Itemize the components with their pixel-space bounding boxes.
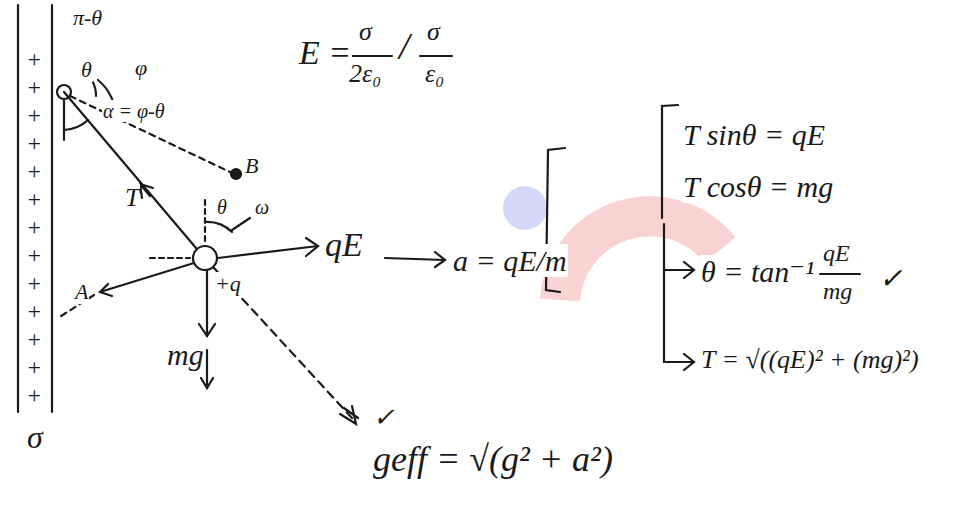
label: qE xyxy=(822,240,851,266)
label: + xyxy=(25,214,43,240)
label: T sinθ = qE xyxy=(682,118,826,151)
label: θ xyxy=(80,58,93,82)
label: + xyxy=(25,270,43,296)
watermark xyxy=(503,186,720,300)
label: + xyxy=(25,298,43,324)
label: 2ε₀ xyxy=(348,60,382,89)
label: σ xyxy=(358,18,373,47)
label: A xyxy=(74,280,89,304)
label: ✓ xyxy=(372,404,396,433)
label: + xyxy=(25,74,43,100)
label: + xyxy=(25,158,43,184)
label: ε₀ xyxy=(424,60,445,89)
label: / xyxy=(398,26,411,68)
label: T xyxy=(124,184,140,213)
label: T cosθ = mg xyxy=(682,170,834,203)
label: + xyxy=(25,242,43,268)
label: E = xyxy=(298,34,352,71)
label: T = √((qE)² + (mg)²) xyxy=(700,346,920,375)
label: geff = √(g² + a²) xyxy=(372,440,614,480)
label: mg xyxy=(822,278,853,304)
label: θ = tan⁻¹ xyxy=(700,255,815,288)
label: σ xyxy=(426,18,441,47)
label: φ xyxy=(134,56,148,80)
label: + xyxy=(25,46,43,72)
label: mg xyxy=(166,338,205,371)
label: qE xyxy=(324,226,364,263)
label: α = φ-θ xyxy=(102,100,166,122)
label: + xyxy=(25,382,43,408)
label: ✓ xyxy=(878,264,903,295)
label: B xyxy=(244,154,259,178)
label: + xyxy=(25,130,43,156)
label: a = qE/m xyxy=(452,244,568,277)
label: + xyxy=(25,354,43,380)
label: + xyxy=(25,186,43,212)
label: +q xyxy=(214,272,242,296)
label: π-θ xyxy=(72,6,103,30)
label: θ xyxy=(216,196,228,218)
label: + xyxy=(25,102,43,128)
label: + xyxy=(25,326,43,352)
label: ω xyxy=(254,196,270,218)
label: σ xyxy=(26,420,44,455)
